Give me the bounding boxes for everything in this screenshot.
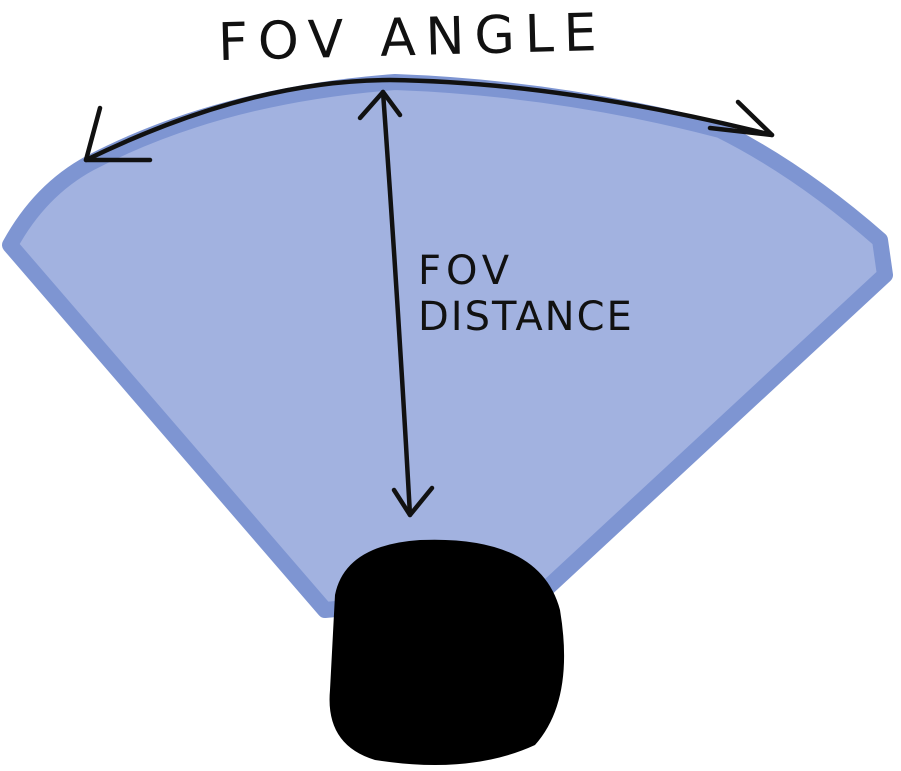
top-arrowhead <box>357 89 403 121</box>
fov-distance-label: FOV DISTANCE <box>418 248 634 340</box>
fov-distance-line <box>380 89 413 518</box>
bottom-arrowhead <box>391 485 435 518</box>
fov-angle-arrow <box>83 77 775 163</box>
agent-circle <box>329 539 565 765</box>
vision-cone <box>2 74 893 618</box>
fov-distance-label-line1: FOV <box>418 248 515 294</box>
fov-angle-arc <box>83 77 775 163</box>
fov-angle-label: FOV ANGLE <box>217 2 608 74</box>
right-arrowhead <box>707 99 775 138</box>
fov-distance-arrow <box>357 89 435 518</box>
left-arrowhead <box>83 105 153 163</box>
fov-distance-label-line2: DISTANCE <box>418 294 634 340</box>
